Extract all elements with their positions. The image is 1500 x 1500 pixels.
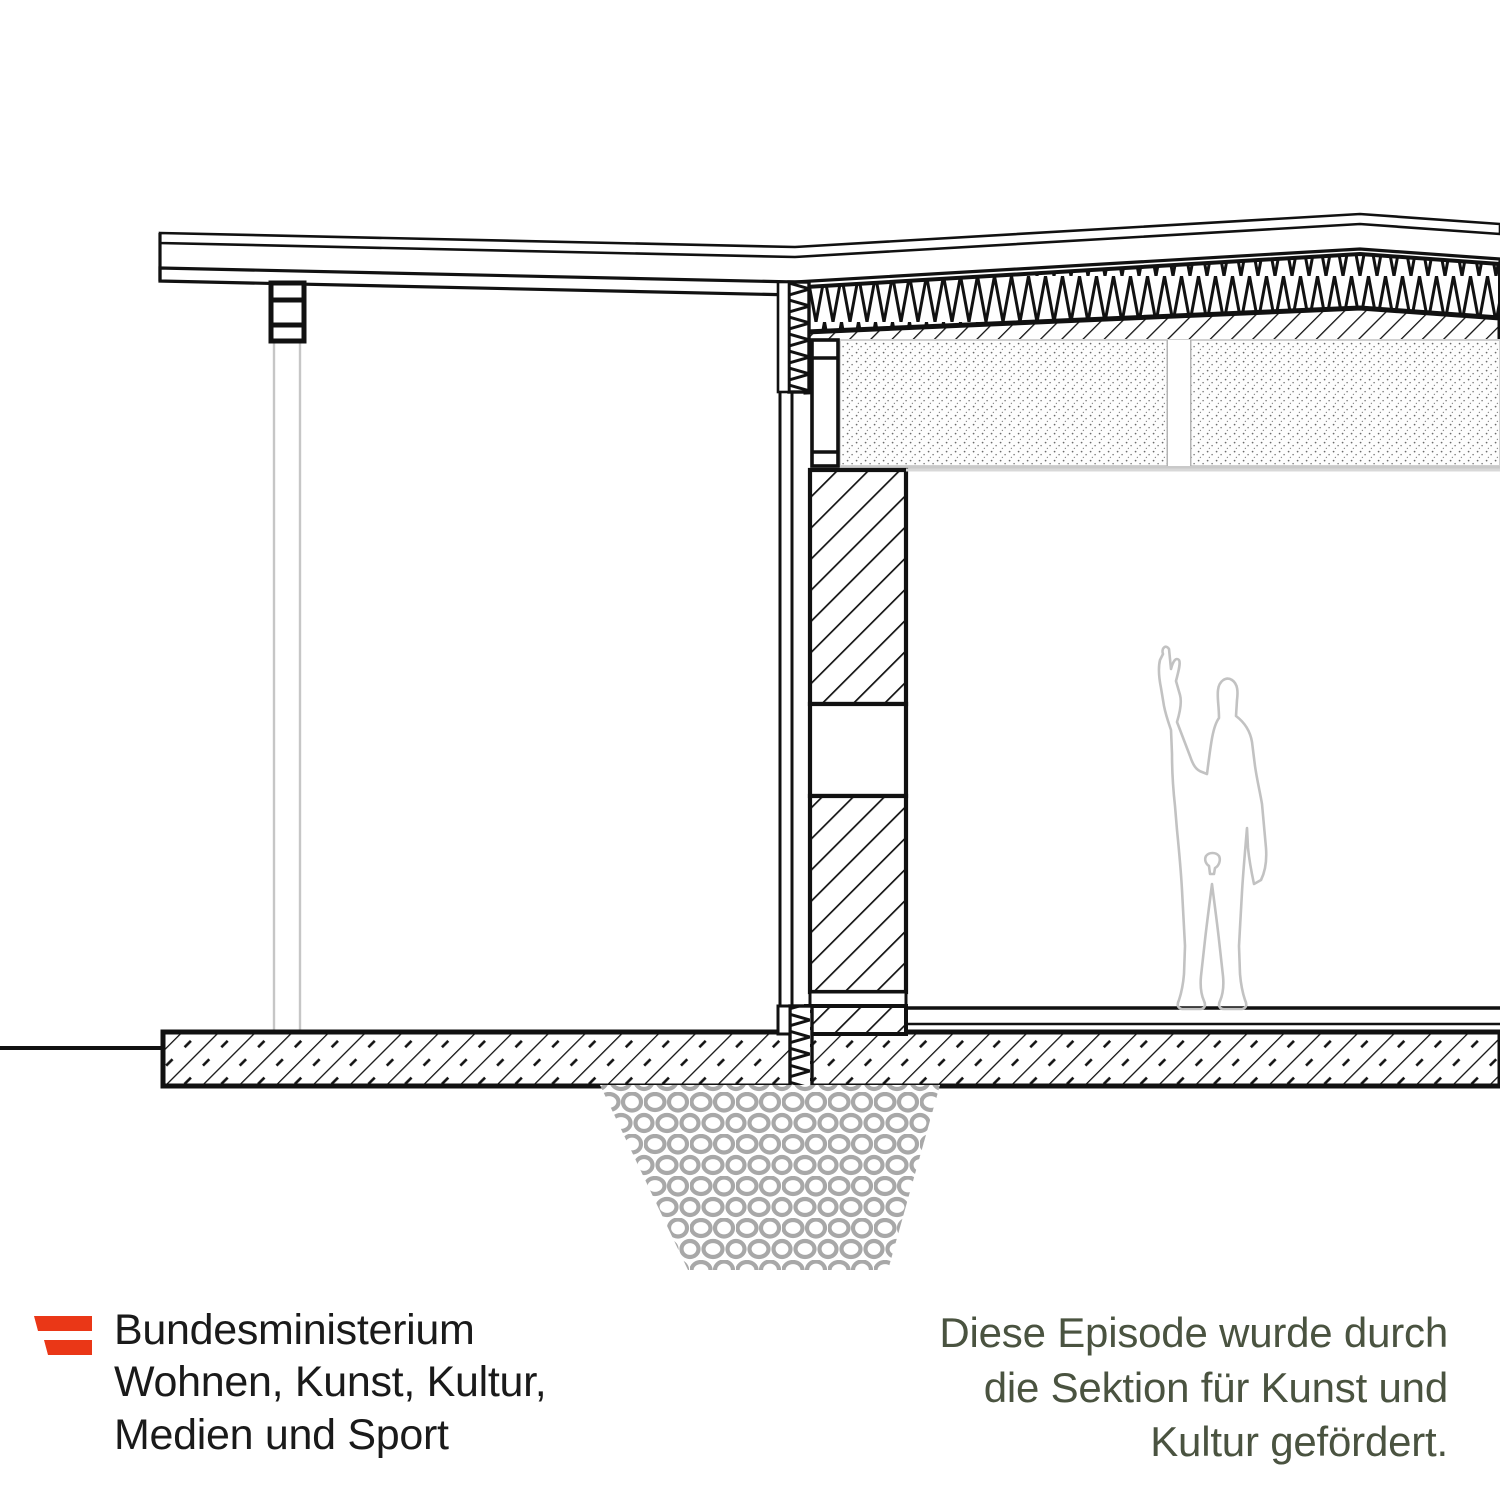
austria-flag-icon	[34, 1316, 92, 1355]
support-column	[268, 280, 307, 1042]
funding-line-3: Kultur gefördert.	[1150, 1418, 1448, 1466]
wall-outer-skin	[778, 392, 794, 1008]
funding-line-2: die Sektion für Kunst und	[983, 1363, 1449, 1411]
wall-opening	[807, 701, 909, 799]
ministry-name: Bundesministerium Wohnen, Kunst, Kultur,…	[114, 1304, 547, 1461]
ceiling-stipple-panel	[839, 339, 1500, 470]
wall-edge-insulation-upper	[776, 280, 811, 394]
ministry-logo-block: Bundesministerium Wohnen, Kunst, Kultur,…	[34, 1304, 547, 1461]
wall-foot-sill	[804, 1004, 908, 1036]
footer-credits: Bundesministerium Wohnen, Kunst, Kultur,…	[0, 1290, 1500, 1500]
ministry-line-3: Medien und Sport	[114, 1410, 449, 1459]
ceiling-edge-box	[810, 338, 840, 468]
funding-line-1: Diese Episode wurde durch	[939, 1309, 1448, 1356]
exterior-wall-lower	[807, 793, 909, 1008]
ministry-line-1: Bundesministerium	[114, 1306, 475, 1354]
architectural-drawing	[0, 212, 1500, 1270]
section-drawing-svg	[0, 212, 1500, 1270]
roof-fascia-band	[158, 212, 1500, 297]
foundation-gravel-trench	[600, 1085, 940, 1270]
exterior-wall-upper	[807, 467, 909, 707]
ministry-line-2: Wohnen, Kunst, Kultur,	[114, 1358, 547, 1407]
funding-note: Diese Episode wurde durch die Sektion fü…	[888, 1306, 1448, 1470]
floor-slab	[160, 1006, 1500, 1089]
scale-figure	[1157, 645, 1268, 1011]
